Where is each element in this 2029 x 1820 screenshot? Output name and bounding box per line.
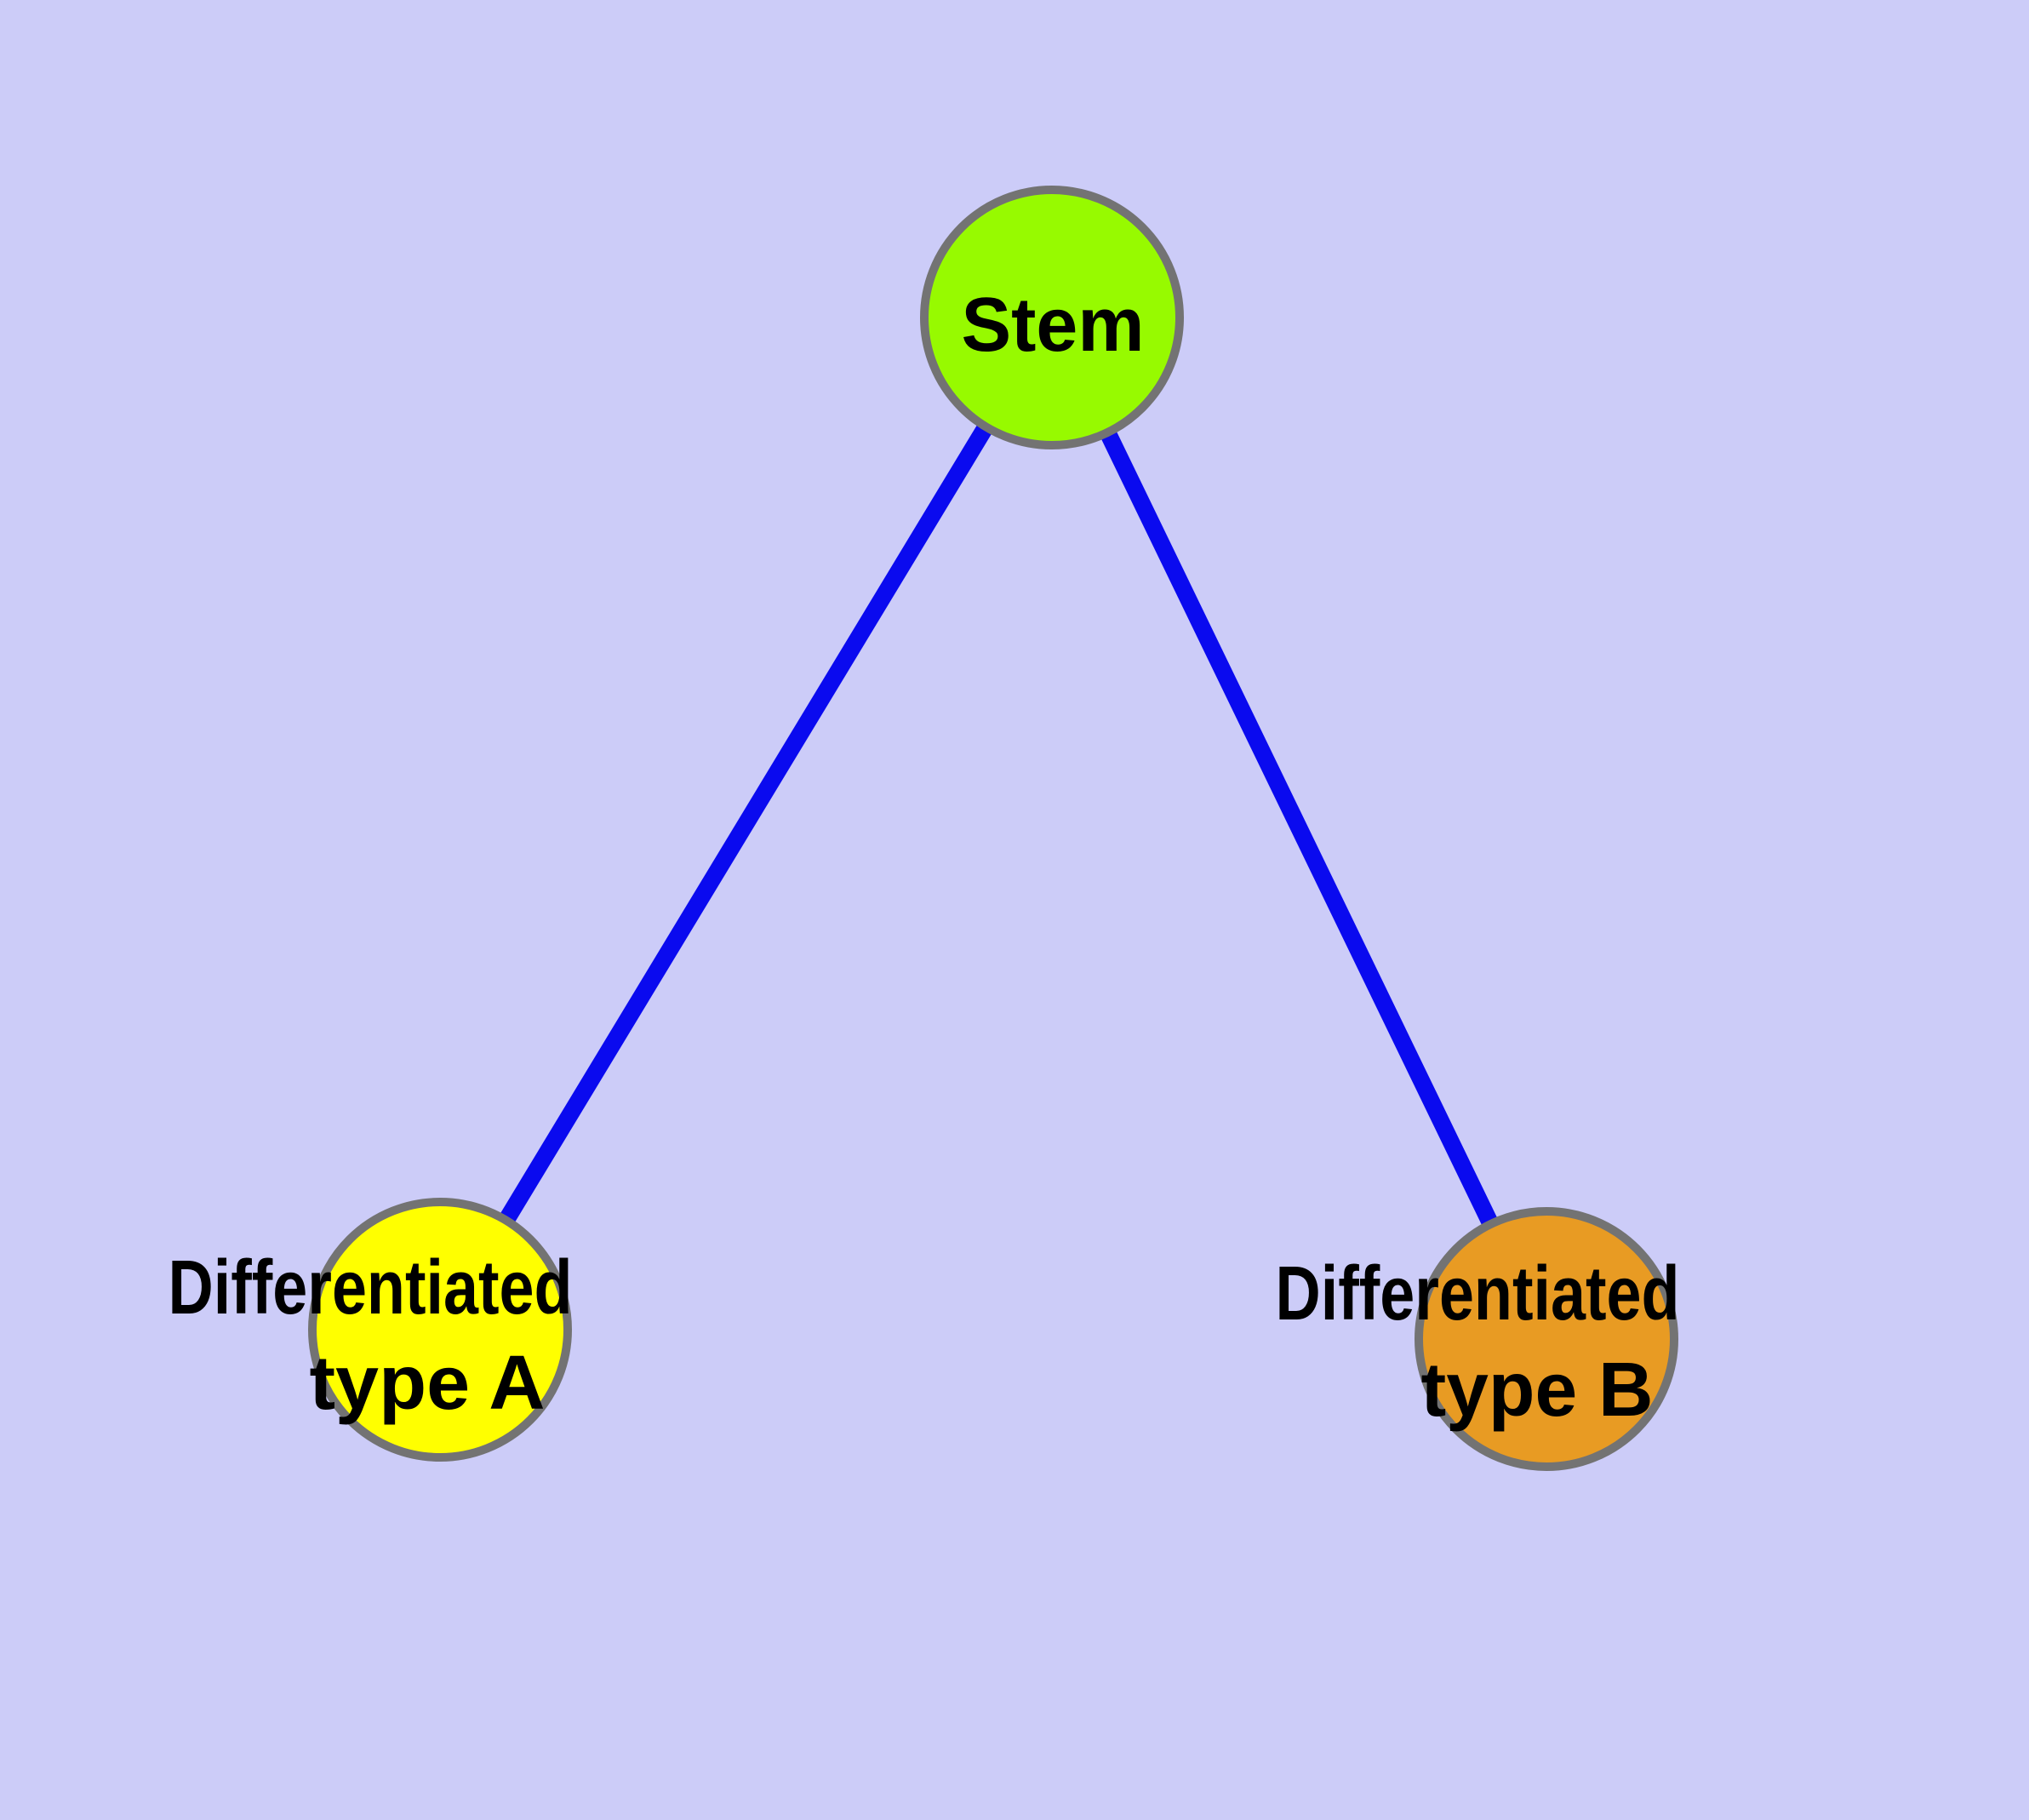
node-typeA-label-line-1: Differentiated <box>169 1245 573 1331</box>
node-typeB-label-line-1: Differentiated <box>1276 1251 1680 1336</box>
node-typeA-label-line-2: type A <box>310 1341 546 1426</box>
node-typeB-circle <box>1415 1207 1678 1471</box>
edge-stem-to-typeA <box>432 312 1060 1335</box>
node-stem-label: Stem <box>962 283 1145 368</box>
node-typeB-label-line-2: type B <box>1421 1348 1654 1433</box>
node-stem-circle <box>920 186 1184 449</box>
node-typeA-circle <box>308 1198 572 1462</box>
edge-stem-to-typeB <box>1043 313 1555 1343</box>
